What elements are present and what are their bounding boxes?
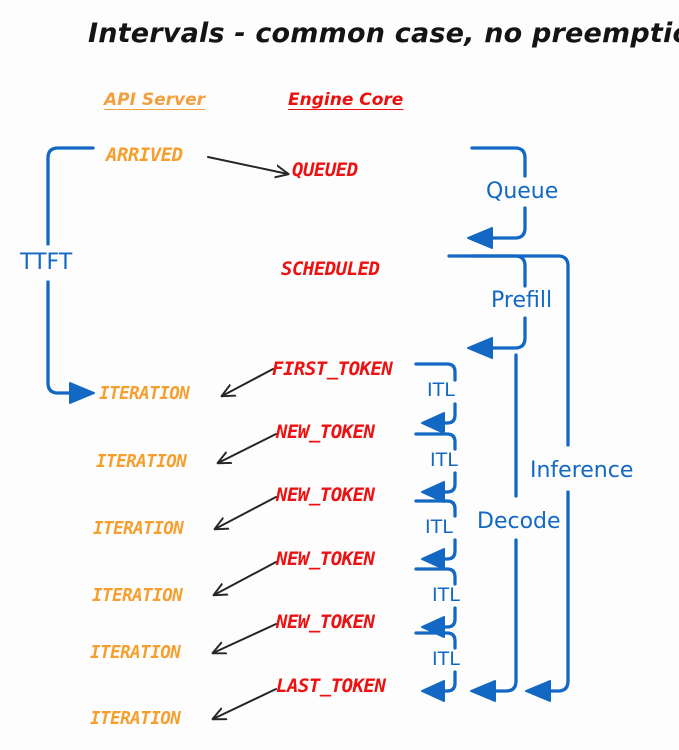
state-new-token-3: NEW_TOKEN: [276, 548, 375, 570]
interval-label-ttft: TTFT: [20, 250, 73, 275]
interval-label-itl-5: ITL: [432, 648, 460, 670]
column-header-api-server: API Server: [104, 90, 206, 110]
state-iteration-5: ITERATION: [90, 643, 181, 663]
prefill-arrowhead: [467, 337, 493, 359]
interval-label-queue: Queue: [486, 179, 559, 204]
column-header-engine-core: Engine Core: [288, 90, 404, 110]
interval-label-itl-1: ITL: [427, 379, 455, 401]
interval-label-itl-4: ITL: [432, 584, 460, 606]
inference-arrowhead: [525, 680, 551, 702]
state-arrived: ARRIVED: [106, 144, 183, 166]
state-queued: QUEUED: [292, 159, 358, 181]
state-new-token-4: NEW_TOKEN: [276, 611, 375, 633]
queue-arrowhead: [467, 227, 493, 249]
ttft-arrowhead: [69, 382, 95, 404]
page-title: Intervals - common case, no preemptions: [88, 18, 679, 49]
state-last-token: LAST_TOKEN: [276, 675, 386, 697]
interval-label-inference: Inference: [530, 458, 634, 483]
state-first-token: FIRST_TOKEN: [272, 358, 393, 380]
interval-label-decode: Decode: [477, 509, 561, 534]
state-scheduled: SCHEDULED: [281, 258, 380, 280]
decode-arrowhead: [470, 680, 496, 702]
interval-label-itl-2: ITL: [430, 449, 458, 471]
state-iteration-1: ITERATION: [99, 384, 190, 404]
state-iteration-6: ITERATION: [90, 709, 181, 729]
interval-label-itl-3: ITL: [425, 516, 453, 538]
state-iteration-3: ITERATION: [93, 519, 184, 539]
state-iteration-4: ITERATION: [92, 586, 183, 606]
state-new-token-2: NEW_TOKEN: [276, 484, 375, 506]
state-new-token-1: NEW_TOKEN: [276, 421, 375, 443]
interval-label-prefill: Prefill: [491, 288, 553, 313]
state-iteration-2: ITERATION: [96, 452, 187, 472]
